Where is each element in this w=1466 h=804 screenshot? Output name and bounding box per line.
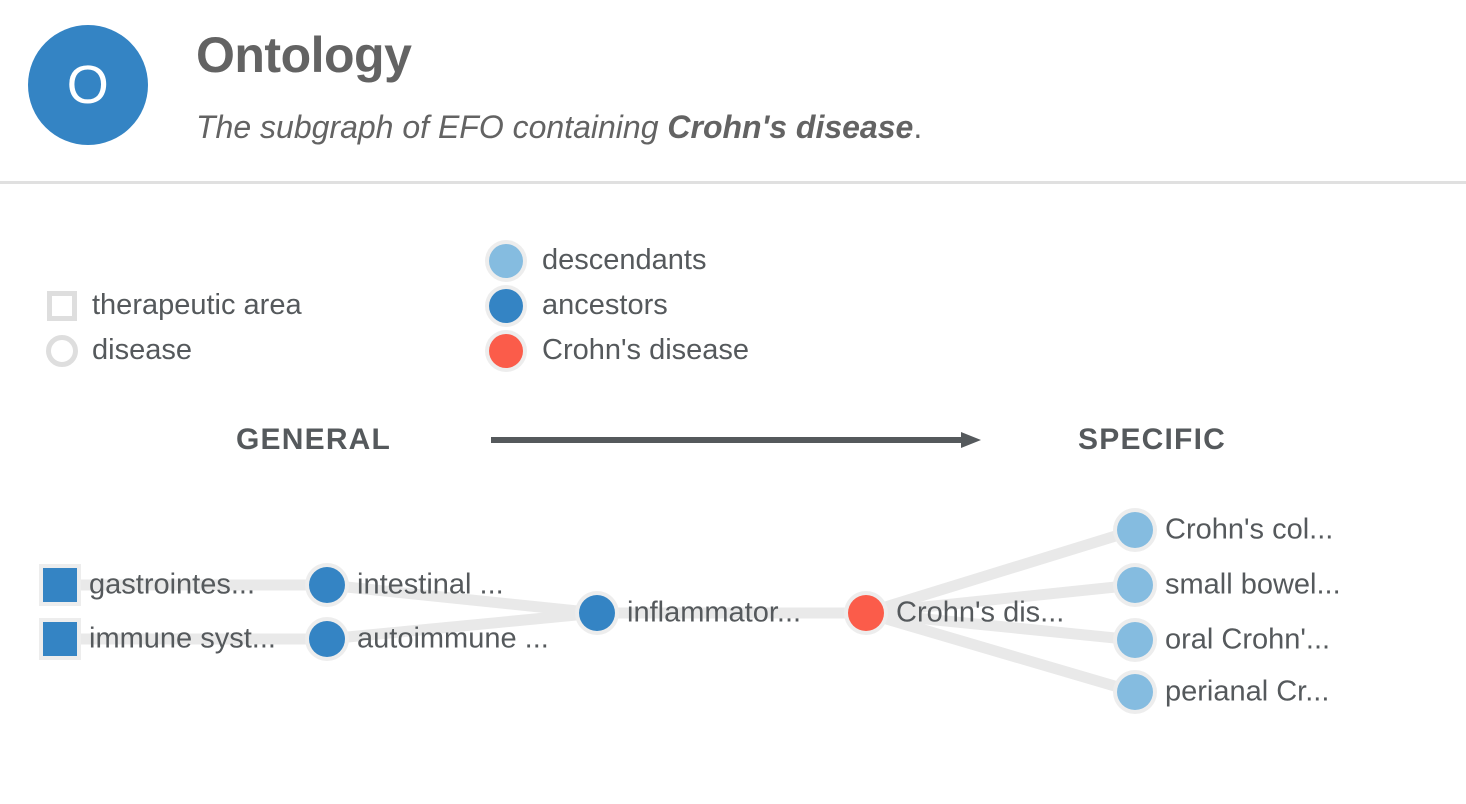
graph-node-label: inflammator... [627, 596, 802, 629]
node-square-icon [43, 568, 77, 602]
node-circle-icon [309, 621, 345, 657]
legend-item-disease: disease [40, 328, 302, 373]
legend-label-therapeutic-area: therapeutic area [92, 289, 302, 321]
graph-node-label: immune syst... [89, 622, 276, 655]
descendants-color-swatch-icon [489, 243, 523, 278]
graph-node-label: intestinal ... [357, 568, 504, 601]
node-circle-icon [1117, 512, 1153, 548]
legend-item-therapeutic-area: therapeutic area [40, 283, 302, 328]
crohns-disease-color-swatch-icon [489, 333, 523, 368]
graph-node-immune_area[interactable]: immune syst... [43, 622, 276, 656]
page-header: O Ontology The subgraph of EFO containin… [0, 0, 1466, 184]
graph-node-label: oral Crohn'... [1165, 623, 1331, 656]
ontology-graph: gastrointes... immune syst... intestinal .… [0, 470, 1466, 740]
graph-node-intestinal[interactable]: intestinal ... [309, 567, 504, 603]
generality-axis: GENERAL SPECIFIC [236, 418, 1226, 462]
node-square-icon [43, 622, 77, 656]
graph-node-label: gastrointes... [89, 568, 256, 601]
color-legend: descendants ancestors Crohn's disease [489, 238, 749, 373]
graph-node-crohns[interactable]: Crohn's dis... [848, 595, 1064, 631]
graph-edge-layer [54, 524, 1141, 698]
arrow-right-icon [491, 432, 981, 448]
graph-node-label: Crohn's dis... [896, 596, 1065, 629]
node-circle-icon [1117, 674, 1153, 710]
graph-node-small_bowel[interactable]: small bowel... [1117, 567, 1341, 603]
graph-edge [860, 579, 1141, 619]
graph-node-oral_crohns[interactable]: oral Crohn'... [1117, 622, 1330, 658]
square-outline-icon [40, 290, 84, 321]
page-subtitle: The subgraph of EFO containing Crohn's d… [196, 108, 922, 146]
avatar-letter: O [66, 55, 110, 115]
graph-node-label: autoimmune ... [357, 622, 549, 655]
graph-node-inflammatory[interactable]: inflammator... [579, 595, 801, 631]
graph-node-autoimmune[interactable]: autoimmune ... [309, 621, 549, 657]
graph-node-label: perianal Cr... [1165, 675, 1330, 708]
circle-outline-icon [40, 334, 84, 367]
page-title: Ontology [196, 27, 412, 83]
shape-legend: therapeutic area disease [40, 283, 302, 373]
graph-node-gastro_area[interactable]: gastrointes... [43, 568, 255, 602]
graph-edge [860, 524, 1141, 619]
node-circle-icon [309, 567, 345, 603]
ancestors-color-swatch-icon [489, 288, 523, 323]
graph-node-label: small bowel... [1165, 568, 1341, 601]
legend-item-descendants: descendants [489, 238, 749, 283]
graph-node-label: Crohn's col... [1165, 513, 1334, 546]
graph-edge [321, 579, 603, 619]
node-circle-icon [1117, 622, 1153, 658]
graph-node-crohns_col[interactable]: Crohn's col... [1117, 512, 1333, 548]
node-circle-icon [848, 595, 884, 631]
node-circle-icon [1117, 567, 1153, 603]
legend-item-ancestors: ancestors [489, 283, 749, 328]
graph-node-perianal_cr[interactable]: perianal Cr... [1117, 674, 1329, 710]
subtitle-suffix: . [913, 109, 923, 145]
graph-edge [321, 607, 603, 645]
subtitle-prefix: The subgraph of EFO containing [196, 109, 668, 145]
header-divider [0, 181, 1466, 184]
graph-edge [860, 607, 1141, 698]
node-circle-icon [579, 595, 615, 631]
legend-label-disease: disease [92, 334, 192, 366]
axis-label-general: GENERAL [236, 423, 392, 456]
subtitle-emphasis: Crohn's disease [667, 109, 914, 145]
legend-label-ancestors: ancestors [542, 289, 668, 321]
legend-item-crohns-disease: Crohn's disease [489, 328, 749, 373]
legend-label-descendants: descendants [542, 244, 707, 276]
axis-label-specific: SPECIFIC [1078, 423, 1226, 456]
legend-label-crohns-disease: Crohn's disease [542, 334, 750, 366]
graph-edge [860, 607, 1141, 646]
avatar: O [28, 25, 148, 145]
